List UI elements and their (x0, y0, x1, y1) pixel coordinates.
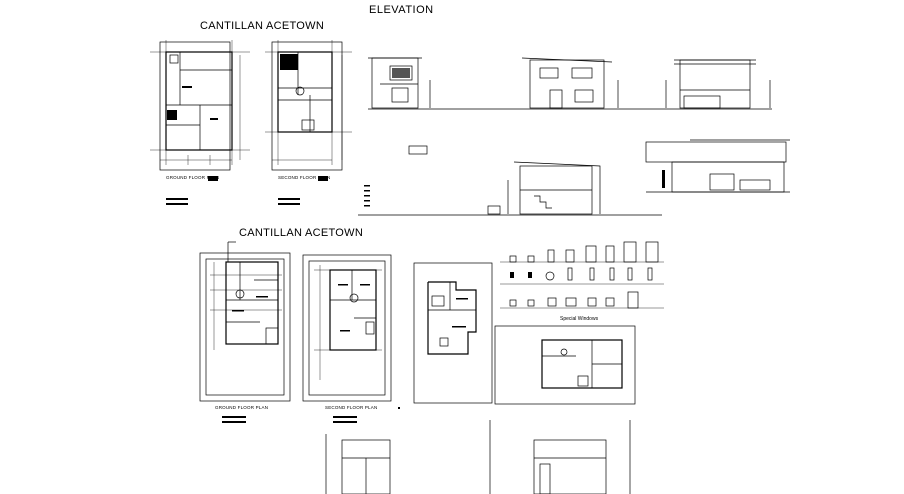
section-elevations-row (358, 139, 790, 216)
middle-small-plan (413, 262, 493, 404)
bottom-project-title: CANTILLAN ACETOWN (239, 227, 364, 239)
bottom-ground-floor-label: GROUND FLOOR PLAN (215, 405, 269, 410)
special-windows-grid (500, 241, 664, 309)
top-second-floor-plan (265, 40, 352, 205)
bottom-elevations (325, 420, 631, 494)
bottom-second-floor-plan (302, 254, 400, 423)
top-project-title: CANTILLAN ACETOWN (200, 20, 325, 32)
top-second-floor-label: SECOND FLOOR PLAN (278, 175, 331, 180)
special-windows-label: Special Windows (560, 316, 599, 322)
top-ground-floor-plan (150, 40, 250, 205)
top-ground-floor-label: GROUND FLOOR PLAN (166, 175, 220, 180)
elevation-title: ELEVATION (369, 4, 434, 16)
bottom-ground-floor-plan (199, 241, 291, 423)
right-bottom-plan (494, 325, 636, 405)
bottom-second-floor-label: SECOND FLOOR PLAN (325, 405, 378, 410)
front-elevations-row (368, 57, 772, 110)
